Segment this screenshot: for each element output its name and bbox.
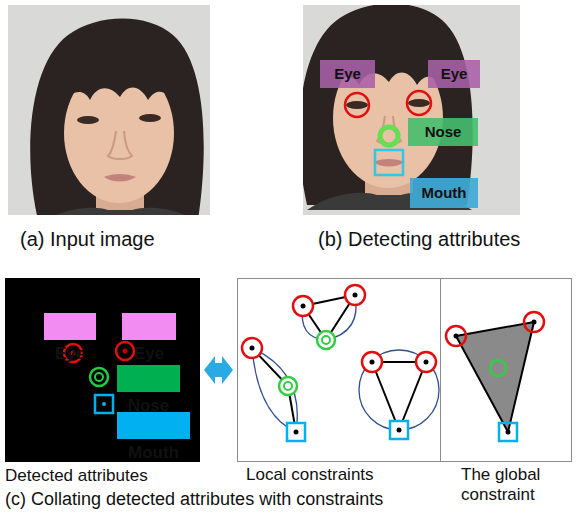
- eye-marker: [407, 91, 431, 115]
- marker-dot: [102, 402, 106, 406]
- eye-marker: [116, 342, 134, 360]
- marker-dot: [123, 349, 128, 354]
- black-panel: [5, 278, 200, 462]
- marker-dot: [250, 346, 255, 351]
- nose-marker: [279, 377, 297, 395]
- mouth-marker: [375, 150, 403, 175]
- marker-dot: [454, 334, 459, 339]
- nose-marker: [90, 368, 108, 386]
- tag-text: Eye: [334, 66, 361, 83]
- attribute-tag: Eye: [320, 60, 375, 88]
- constraint-panel: The global constraint: [440, 278, 572, 462]
- panel-heading: Detected attributes: [5, 466, 148, 486]
- mouth-marker: [390, 421, 408, 439]
- marker-dot: [370, 360, 375, 365]
- tag-text: Eye: [134, 344, 164, 364]
- eye-marker: [242, 338, 262, 358]
- attribute-tag: Mouth: [117, 412, 190, 439]
- eye-marker: [524, 312, 544, 332]
- nose-marker: [95, 373, 103, 381]
- mouth-marker: [499, 423, 517, 441]
- nose-marker: [380, 127, 398, 145]
- eye-marker: [345, 285, 365, 305]
- eye-marker: [345, 93, 369, 117]
- constraint-lines: [252, 295, 426, 432]
- panel-caption: (b) Detecting attributes: [318, 228, 520, 250]
- tag-text: Nose: [425, 124, 462, 141]
- tag-text: Eye: [55, 344, 85, 364]
- constraint-arc: [252, 348, 297, 432]
- nose-marker: [322, 336, 330, 344]
- marker-dot: [424, 360, 429, 365]
- nose-marker: [317, 331, 335, 349]
- attribute-tag: Eye: [44, 313, 96, 340]
- mouth-marker: [95, 395, 113, 413]
- eye-marker: [362, 352, 382, 372]
- marker-dot: [301, 304, 306, 309]
- attribute-tag: Mouth: [410, 178, 478, 208]
- attribute-tag: Nose: [408, 118, 478, 146]
- constraint-panel: Local constraints: [237, 278, 441, 462]
- tag-text: Eye: [441, 66, 468, 83]
- eye-marker: [293, 296, 313, 316]
- detection-photo: [303, 5, 520, 215]
- attribute-tag: Eye: [122, 313, 176, 340]
- local-markers: [242, 285, 436, 441]
- attribute-tag: Eye: [428, 60, 480, 88]
- constraint-arc: [252, 348, 296, 432]
- global-triangle: [456, 322, 534, 432]
- marker-dot: [294, 430, 299, 435]
- marker-dot: [532, 320, 537, 325]
- marker-dot: [397, 428, 402, 433]
- nose-marker: [490, 360, 506, 376]
- panel-heading: Local constraints: [246, 465, 374, 485]
- mouth-marker: [287, 423, 305, 441]
- eye-marker: [446, 326, 466, 346]
- input-photo: [8, 5, 210, 215]
- marker-dot: [506, 430, 511, 435]
- panel-caption: (a) Input image: [20, 228, 155, 250]
- attribute-tag: Nose: [117, 365, 180, 392]
- eye-marker: [416, 352, 436, 372]
- attribute-panel: Detected attributesEyeEyeNoseMouth: [5, 278, 200, 462]
- constraint-circle: [359, 350, 439, 430]
- figure-caption: (c) Collating detected attributes with c…: [5, 490, 383, 510]
- marker-dot: [353, 293, 358, 298]
- tag-text: Mouth: [128, 443, 179, 463]
- tag-text: Mouth: [422, 185, 467, 202]
- panel-heading: The global constraint: [461, 465, 573, 506]
- double-arrow: [204, 356, 233, 384]
- constraint-arcs: [252, 295, 439, 432]
- nose-marker: [284, 382, 292, 390]
